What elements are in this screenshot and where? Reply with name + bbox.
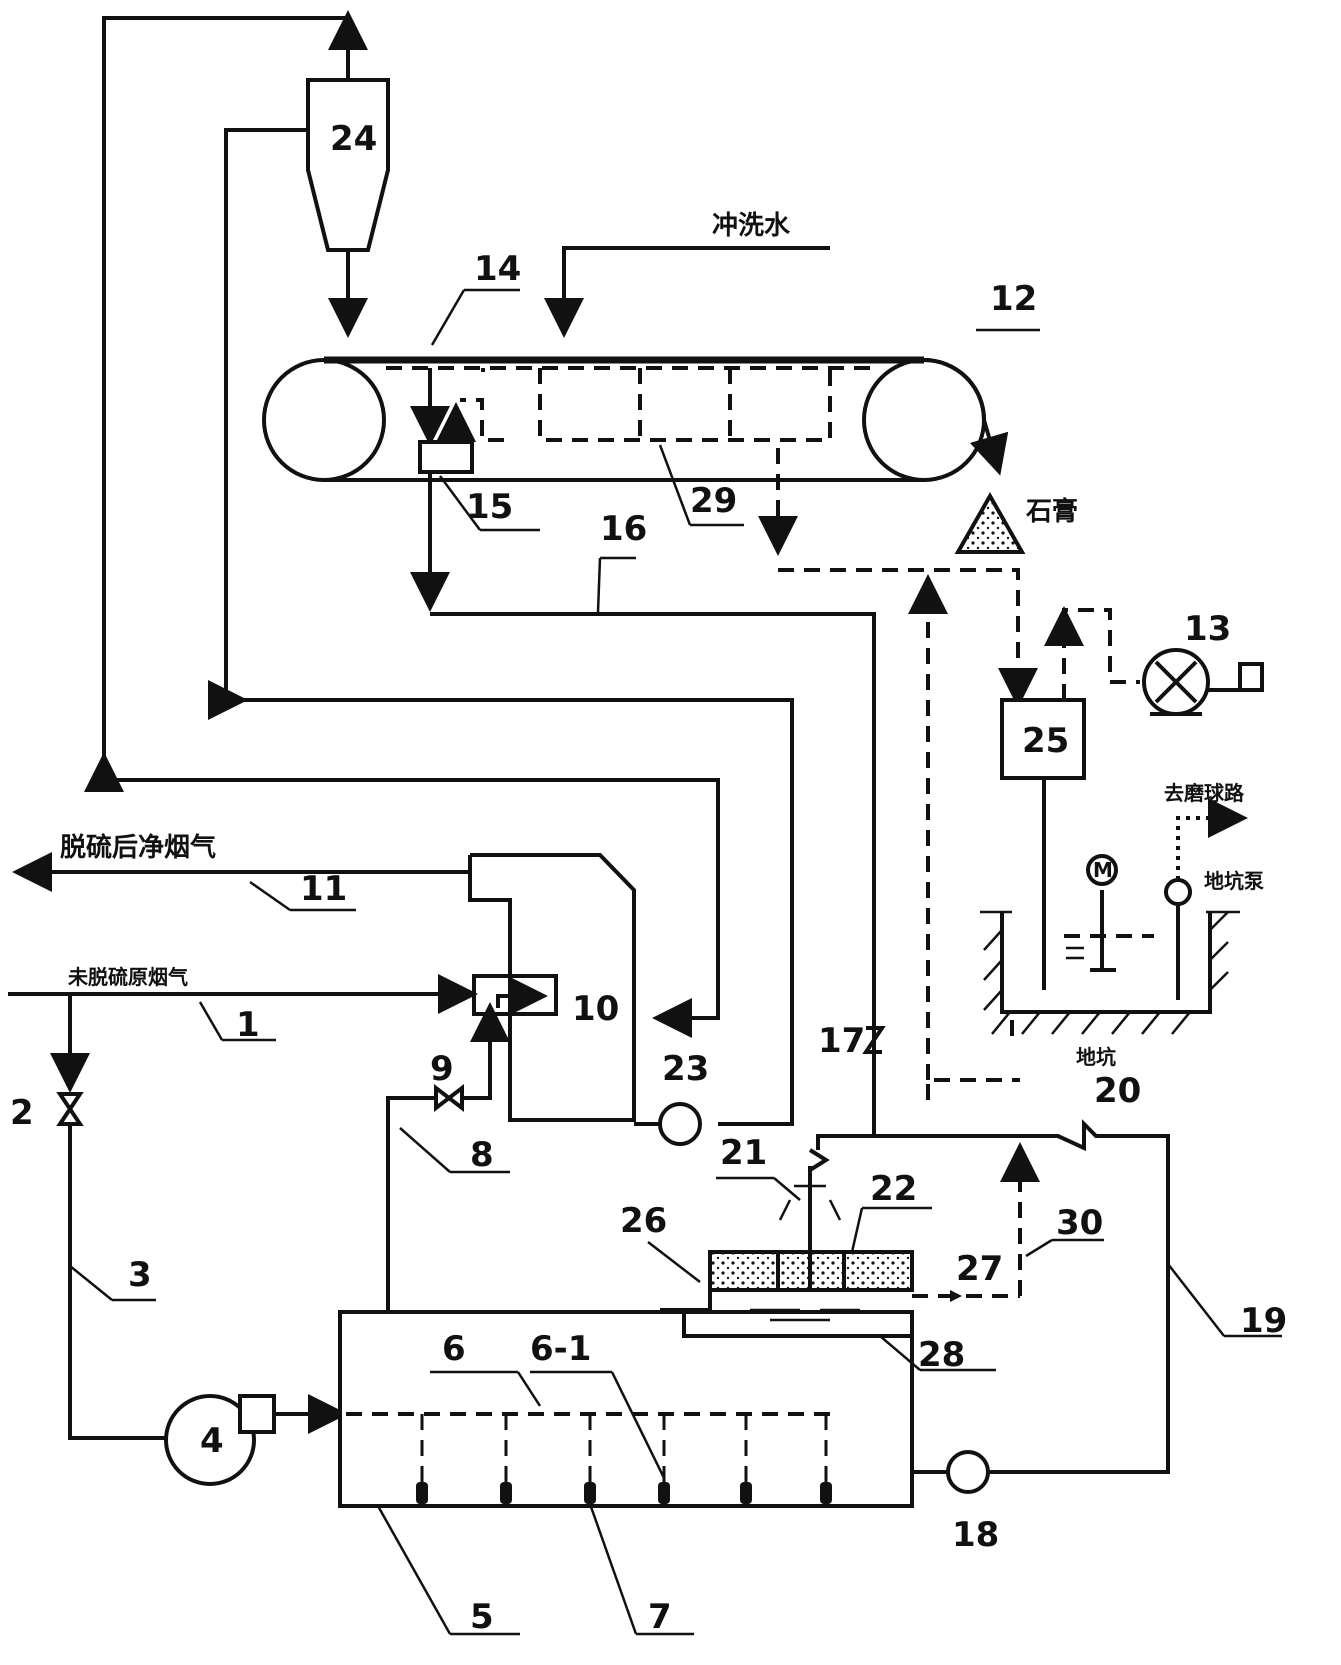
label-28: 28	[918, 1335, 965, 1375]
spray-nozzles	[416, 1482, 832, 1504]
label-5: 5	[470, 1597, 494, 1637]
label-12: 12	[990, 279, 1037, 319]
label-24: 24	[330, 119, 377, 159]
label-25: 25	[1022, 721, 1069, 761]
gypsum-pile: 石膏	[954, 491, 1078, 554]
absorber-tower: 6 6-1 5 7	[338, 1310, 914, 1637]
gypsum-label: 石膏	[1025, 496, 1078, 527]
label-16: 16	[600, 509, 647, 549]
label-26: 26	[620, 1201, 667, 1241]
pump-23: 23	[634, 1049, 709, 1146]
motor-label: M	[1093, 858, 1113, 882]
sump-pit: M 去磨球路 地坑泵 地坑	[980, 781, 1264, 1069]
label-23: 23	[662, 1049, 709, 1089]
label-6: 6	[442, 1329, 466, 1369]
clean-flue-gas-outlet: 脱硫后净烟气 11	[12, 832, 636, 1122]
label-19: 19	[1240, 1301, 1287, 1341]
gas-heater: 10	[472, 974, 619, 1029]
label-3: 3	[128, 1255, 152, 1295]
raw-flue-gas-inlet: 未脱硫原烟气 1 2 3	[8, 965, 478, 1440]
gas-return-line	[84, 10, 720, 1038]
label-9: 9	[430, 1049, 454, 1089]
flush-water-inlet: 冲洗水	[544, 211, 830, 338]
to-ball-mill-label: 去磨球路	[1164, 781, 1245, 805]
label-4: 4	[200, 1421, 224, 1461]
label-7: 7	[648, 1597, 672, 1637]
label-10: 10	[572, 989, 619, 1029]
label-13: 13	[1184, 609, 1231, 649]
label-17: 17	[818, 1021, 865, 1061]
flush-water-label: 冲洗水	[712, 211, 791, 241]
vacuum-belt-filter: 12 29	[262, 279, 1040, 556]
filtrate-tank: 25	[1000, 606, 1140, 990]
pit-pump-label: 地坑泵	[1204, 869, 1264, 893]
filtrate-return-line-16: 16 17	[430, 509, 886, 1135]
label-29: 29	[690, 481, 737, 521]
label-21: 21	[720, 1133, 767, 1173]
label-14: 14	[474, 249, 521, 289]
label-22: 22	[870, 1169, 917, 1209]
label-1: 1	[236, 1005, 260, 1045]
clean-flue-gas-label: 脱硫后净烟气	[60, 832, 216, 863]
filtrate-receiver: 14 15	[410, 249, 540, 612]
absorber-gas-outlet: 9 8	[386, 1002, 510, 1312]
vacuum-pump: 13	[1142, 609, 1264, 716]
label-20: 20	[1094, 1071, 1141, 1111]
pit-label: 地坑	[1076, 1045, 1116, 1069]
label-27: 27	[956, 1249, 1003, 1289]
label-8: 8	[470, 1135, 494, 1175]
settling-outlet: 27 30	[912, 1142, 1104, 1302]
label-18: 18	[952, 1515, 999, 1555]
filtrate-dashed-line	[778, 568, 1038, 1100]
label-2: 2	[10, 1093, 34, 1133]
label-11: 11	[300, 869, 347, 909]
label-30: 30	[1056, 1203, 1103, 1243]
booster-fan: 4	[164, 1394, 348, 1486]
recirculation-line: 18 19 20	[808, 1071, 1287, 1555]
label-6-1: 6-1	[530, 1329, 591, 1369]
cyclone-separator: 24	[208, 78, 794, 1126]
raw-flue-gas-label: 未脱硫原烟气	[68, 965, 188, 989]
agitator: 21	[716, 1133, 842, 1290]
